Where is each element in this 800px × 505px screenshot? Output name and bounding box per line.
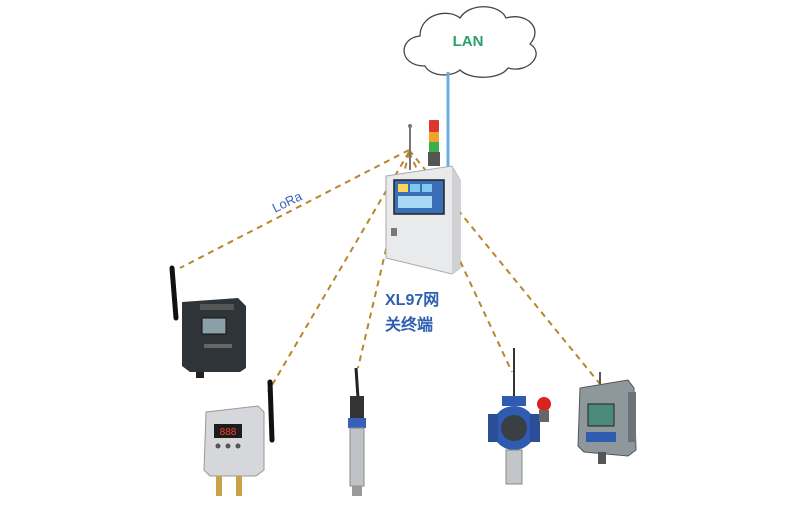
device-cabinet-sensor (577, 372, 637, 464)
lora-label: LoRa (270, 188, 305, 215)
lan-cloud: LAN (403, 6, 537, 78)
gateway-terminal (385, 120, 461, 275)
svg-text:888: 888 (220, 427, 237, 438)
device-gas-detector (488, 348, 551, 485)
lan-label: LAN (453, 33, 484, 50)
device-pressure-sensor: 888 (203, 379, 275, 496)
device-wall-transmitter (169, 265, 246, 378)
device-probe-sensor (348, 367, 366, 496)
gateway-label-line1: XL97网 (385, 291, 439, 309)
lora-link-1 (179, 149, 410, 269)
gateway-label-line2: 关终端 (385, 315, 433, 334)
